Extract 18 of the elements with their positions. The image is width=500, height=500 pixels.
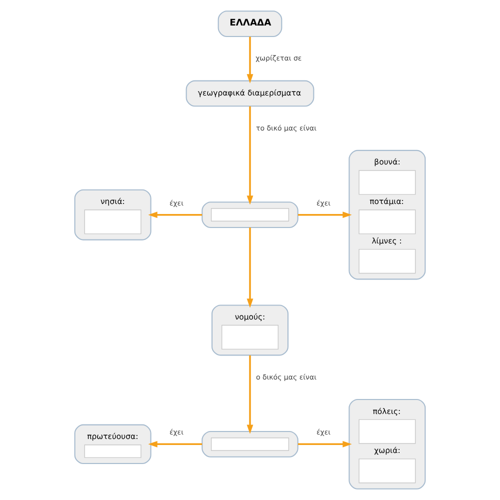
edge-label: έχει	[169, 428, 184, 437]
node-box: ΕΛΛΑΔΑ	[218, 10, 282, 37]
arrow	[298, 440, 352, 448]
edge-label: έχει	[316, 428, 330, 437]
node-box	[202, 202, 298, 228]
edge-label: έχει	[169, 198, 184, 208]
node-box	[202, 431, 298, 458]
edge-label: χωρίζεται σε	[256, 54, 302, 63]
arrow	[148, 440, 202, 448]
arrow	[246, 106, 254, 205]
arrow	[246, 36, 254, 84]
arrow	[148, 212, 202, 218]
arrow	[246, 228, 254, 308]
edge-label: το δικό μας είναι	[256, 123, 317, 132]
edge-label: ο δικός μας είναι	[256, 372, 316, 382]
edge-label: έχει	[316, 198, 330, 208]
arrow	[246, 355, 254, 434]
arrow	[298, 212, 352, 218]
